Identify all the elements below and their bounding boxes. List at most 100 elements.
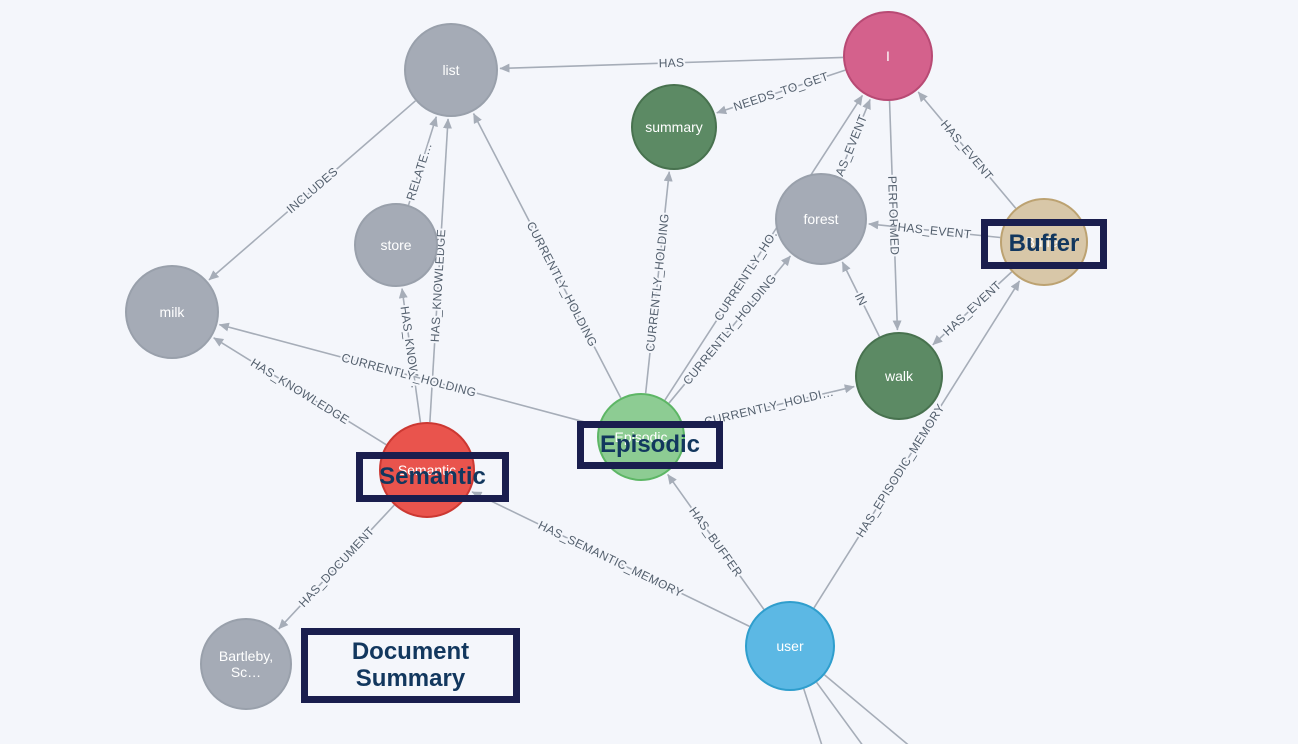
relationship-line <box>668 255 792 404</box>
edge-buffer-walk[interactable]: HAS_EVENT <box>932 271 1013 346</box>
annotation-semantic: Semantic <box>356 452 509 502</box>
edge-user-buffer[interactable]: HAS_EPISODIC_MEMORY <box>813 280 1021 609</box>
node-label: Bartleby,Sc… <box>219 648 273 680</box>
relationship-line <box>815 681 863 744</box>
relationship-line <box>716 69 846 115</box>
edge-I-walk[interactable]: PERFORMED <box>883 100 904 331</box>
relationship-label: HAS_EVENT <box>897 220 972 242</box>
relationship-label: HAS_BUFFER <box>686 504 745 579</box>
relationship-line <box>644 171 673 394</box>
node-label: milk <box>160 304 186 320</box>
edge-user-offscreen[interactable] <box>815 681 869 744</box>
relationship-line <box>278 504 395 630</box>
relationship-label: HAS_EPISODIC_MEMORY <box>853 401 947 540</box>
node-walk[interactable]: walk <box>855 332 943 420</box>
node-circle <box>631 84 717 170</box>
relationship-label: CURRENTLY_HOLDING <box>524 219 600 349</box>
relationship-line <box>667 473 765 610</box>
edge-user-offscreen[interactable] <box>803 688 826 744</box>
node-I[interactable]: I <box>843 11 933 101</box>
relationship-label: HAS_SEMANTIC_MEMORY <box>536 518 686 600</box>
edge-walk-forest[interactable]: IN <box>841 261 881 337</box>
edge-episodic-summary[interactable]: CURRENTLY_HOLDING <box>641 171 674 394</box>
relationship-label: HAS_DOCUMENT <box>296 524 378 610</box>
edge-episodic-forest[interactable]: CURRENTLY_HOLDING <box>668 255 792 404</box>
edge-I-summary[interactable]: NEEDS_TO_GET <box>716 67 846 116</box>
relationship-line <box>813 280 1021 609</box>
relationship-line <box>664 95 864 401</box>
relationship-line <box>841 261 881 337</box>
node-circle <box>125 265 219 359</box>
node-bartleby[interactable]: Bartleby,Sc… <box>200 618 292 710</box>
node-circle <box>843 11 933 101</box>
node-label: walk <box>884 368 914 384</box>
relationship-label: PERFORMED <box>885 176 902 256</box>
relationship-line <box>471 491 750 628</box>
edge-store-list[interactable]: RELATE… <box>401 116 438 206</box>
node-store[interactable]: store <box>354 203 438 287</box>
edge-episodic-list[interactable]: CURRENTLY_HOLDING <box>472 113 622 399</box>
annotation-buffer: Buffer <box>981 219 1107 269</box>
relationship-label: HAS_EVENT <box>940 278 1004 339</box>
relationship-label: HAS_KNOWLEDGE <box>248 355 352 427</box>
node-label: forest <box>803 211 838 227</box>
relationship-line <box>407 116 438 206</box>
node-episodic[interactable]: Episodic <box>597 393 685 481</box>
node-circle <box>379 422 475 518</box>
node-circle <box>745 601 835 691</box>
relationship-line <box>472 113 622 399</box>
edge-I-list[interactable]: HAS <box>499 54 844 73</box>
node-circle <box>855 332 943 420</box>
node-semantic[interactable]: Semantic <box>379 422 475 518</box>
relationship-line <box>429 118 452 423</box>
node-label: I <box>886 48 890 64</box>
relationship-label: CURRENTLY_HOLDING <box>643 213 672 353</box>
edge-semantic-milk[interactable]: HAS_KNOWLEDGE <box>213 337 387 446</box>
relationship-line <box>888 100 902 331</box>
relationship-line <box>398 288 422 423</box>
edge-buffer-I[interactable]: HAS_EVENT <box>917 91 1017 209</box>
relationship-label: RELATE… <box>403 141 434 202</box>
edge-user-offscreen[interactable] <box>824 674 912 744</box>
edge-semantic-store[interactable]: HAS_KNOW… <box>396 288 425 423</box>
edge-semantic-bartleby[interactable]: HAS_DOCUMENT <box>278 504 395 630</box>
node-label: user <box>776 638 804 654</box>
relationship-label: HAS <box>658 56 684 71</box>
annotation-document-summary: Document Summary <box>301 628 520 703</box>
node-label: Episodic <box>615 429 668 445</box>
relationship-line <box>218 322 599 427</box>
relationship-label: INCLUDES <box>284 164 341 216</box>
edge-forest-I[interactable]: HAS_EVENT <box>827 99 872 188</box>
relationship-label: IN <box>852 291 870 309</box>
node-circle <box>200 618 292 710</box>
node-circle <box>775 173 867 265</box>
node-list[interactable]: list <box>404 23 498 117</box>
relationship-line <box>683 384 855 428</box>
relationship-line <box>837 99 871 177</box>
relationship-label: HAS_EVENT <box>938 117 997 183</box>
relationship-line <box>499 56 844 73</box>
annotation-episodic: Episodic <box>577 421 723 469</box>
node-label: Buffer <box>1025 234 1062 250</box>
relationship-line <box>917 91 1017 209</box>
relationship-label: NEEDS_TO_GET <box>732 69 831 114</box>
node-circle <box>404 23 498 117</box>
node-summary[interactable]: summary <box>631 84 717 170</box>
node-label: list <box>442 62 459 78</box>
relationship-line <box>803 688 823 744</box>
node-forest[interactable]: forest <box>775 173 867 265</box>
node-user[interactable]: user <box>745 601 835 691</box>
edge-user-semantic[interactable]: HAS_SEMANTIC_MEMORY <box>471 491 750 628</box>
relationship-line <box>213 337 387 446</box>
node-milk[interactable]: milk <box>125 265 219 359</box>
node-label: summary <box>645 119 703 135</box>
node-circle <box>354 203 438 287</box>
node-circle <box>597 393 685 481</box>
node-label: Semantic <box>398 462 456 478</box>
node-label: store <box>380 237 411 253</box>
relationship-line <box>208 100 417 281</box>
relationship-line <box>868 220 1001 239</box>
